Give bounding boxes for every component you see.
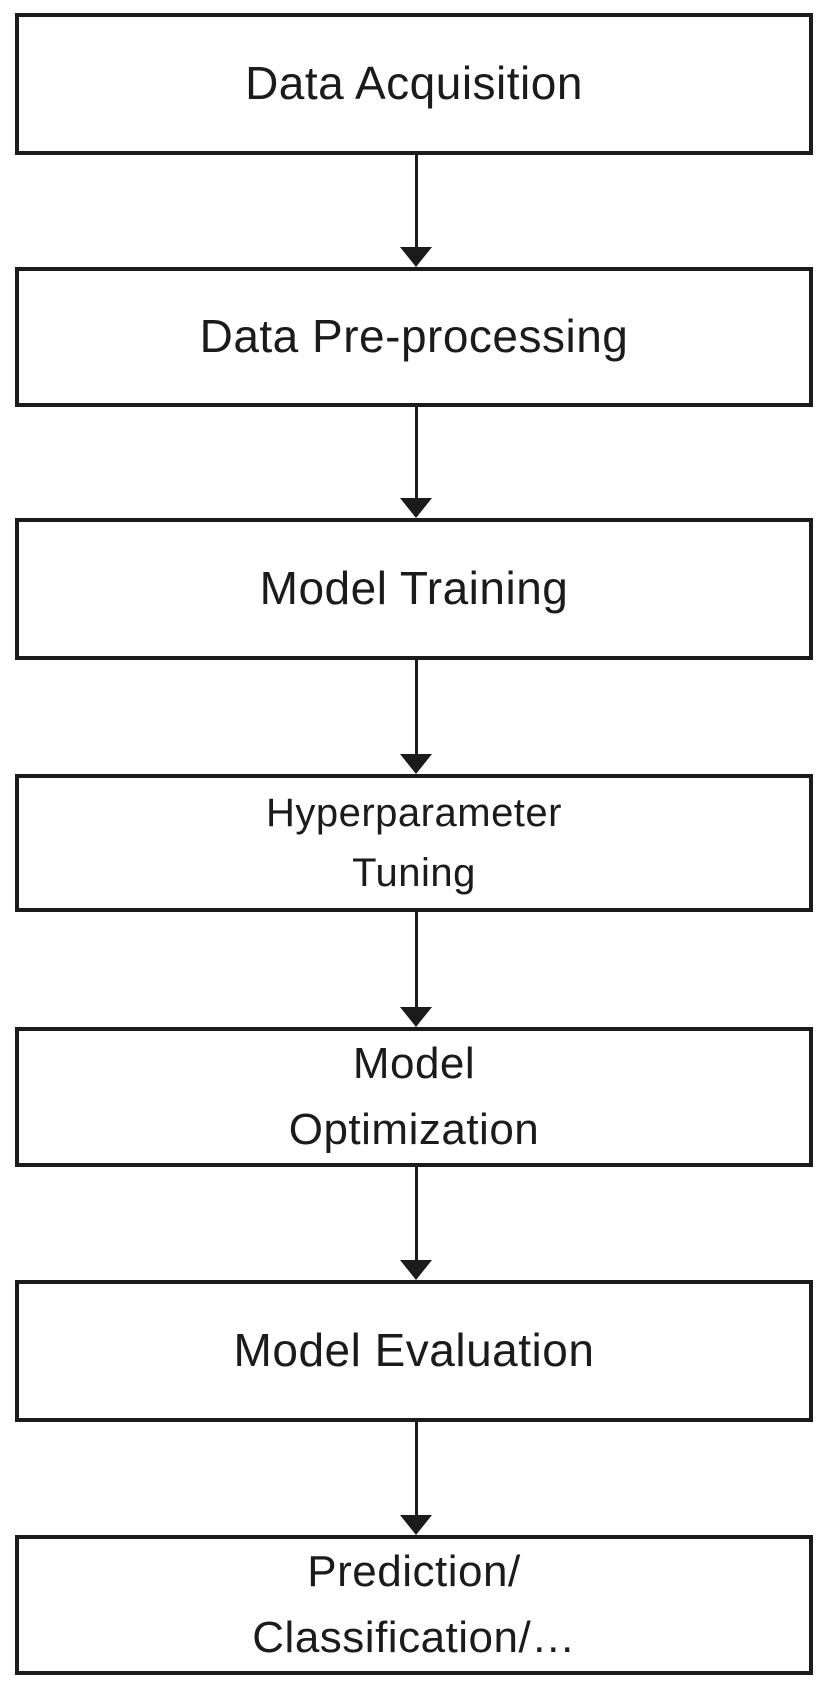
flow-arrow-2	[398, 407, 434, 518]
arrow-stem	[414, 1167, 418, 1260]
arrow-head-icon	[400, 754, 432, 774]
flow-step-prediction-classification: Prediction/ Classification/…	[15, 1535, 813, 1675]
flow-arrow-6	[398, 1422, 434, 1535]
arrow-stem	[414, 155, 418, 247]
flow-arrow-4	[398, 912, 434, 1027]
arrow-stem	[414, 407, 418, 498]
flow-step-label-line1: Prediction/	[307, 1547, 521, 1596]
flow-arrow-3	[398, 660, 434, 774]
arrow-head-icon	[400, 1515, 432, 1535]
flow-arrow-1	[398, 155, 434, 267]
flow-step-label: Model Training	[259, 562, 569, 615]
arrow-head-icon	[400, 498, 432, 518]
flow-step-label: Data Pre-processing	[199, 310, 629, 363]
arrow-stem	[414, 1422, 418, 1515]
flow-arrow-5	[398, 1167, 434, 1280]
flow-step-model-training: Model Training	[15, 518, 813, 660]
arrow-head-icon	[400, 1007, 432, 1027]
flow-step-label: Model Evaluation	[233, 1324, 595, 1377]
flow-step-data-pre-processing: Data Pre-processing	[15, 267, 813, 407]
flow-step-label-line1: Model	[352, 1039, 476, 1088]
flow-step-label-line2: Classification/…	[252, 1613, 576, 1662]
arrow-head-icon	[400, 1260, 432, 1280]
flow-step-hyperparameter-tuning: Hyperparameter Tuning	[15, 774, 813, 912]
arrow-stem	[414, 660, 418, 754]
flow-step-label-line2: Optimization	[288, 1105, 540, 1154]
arrow-stem	[414, 912, 418, 1007]
arrow-head-icon	[400, 247, 432, 267]
flow-step-data-acquisition: Data Acquisition	[15, 13, 813, 155]
flow-step-label-line2: Tuning	[352, 851, 476, 895]
flow-step-label-line1: Hyperparameter	[265, 791, 562, 835]
flow-step-label: Data Acquisition	[245, 57, 583, 110]
flow-step-model-evaluation: Model Evaluation	[15, 1280, 813, 1422]
flow-step-model-optimization: Model Optimization	[15, 1027, 813, 1167]
